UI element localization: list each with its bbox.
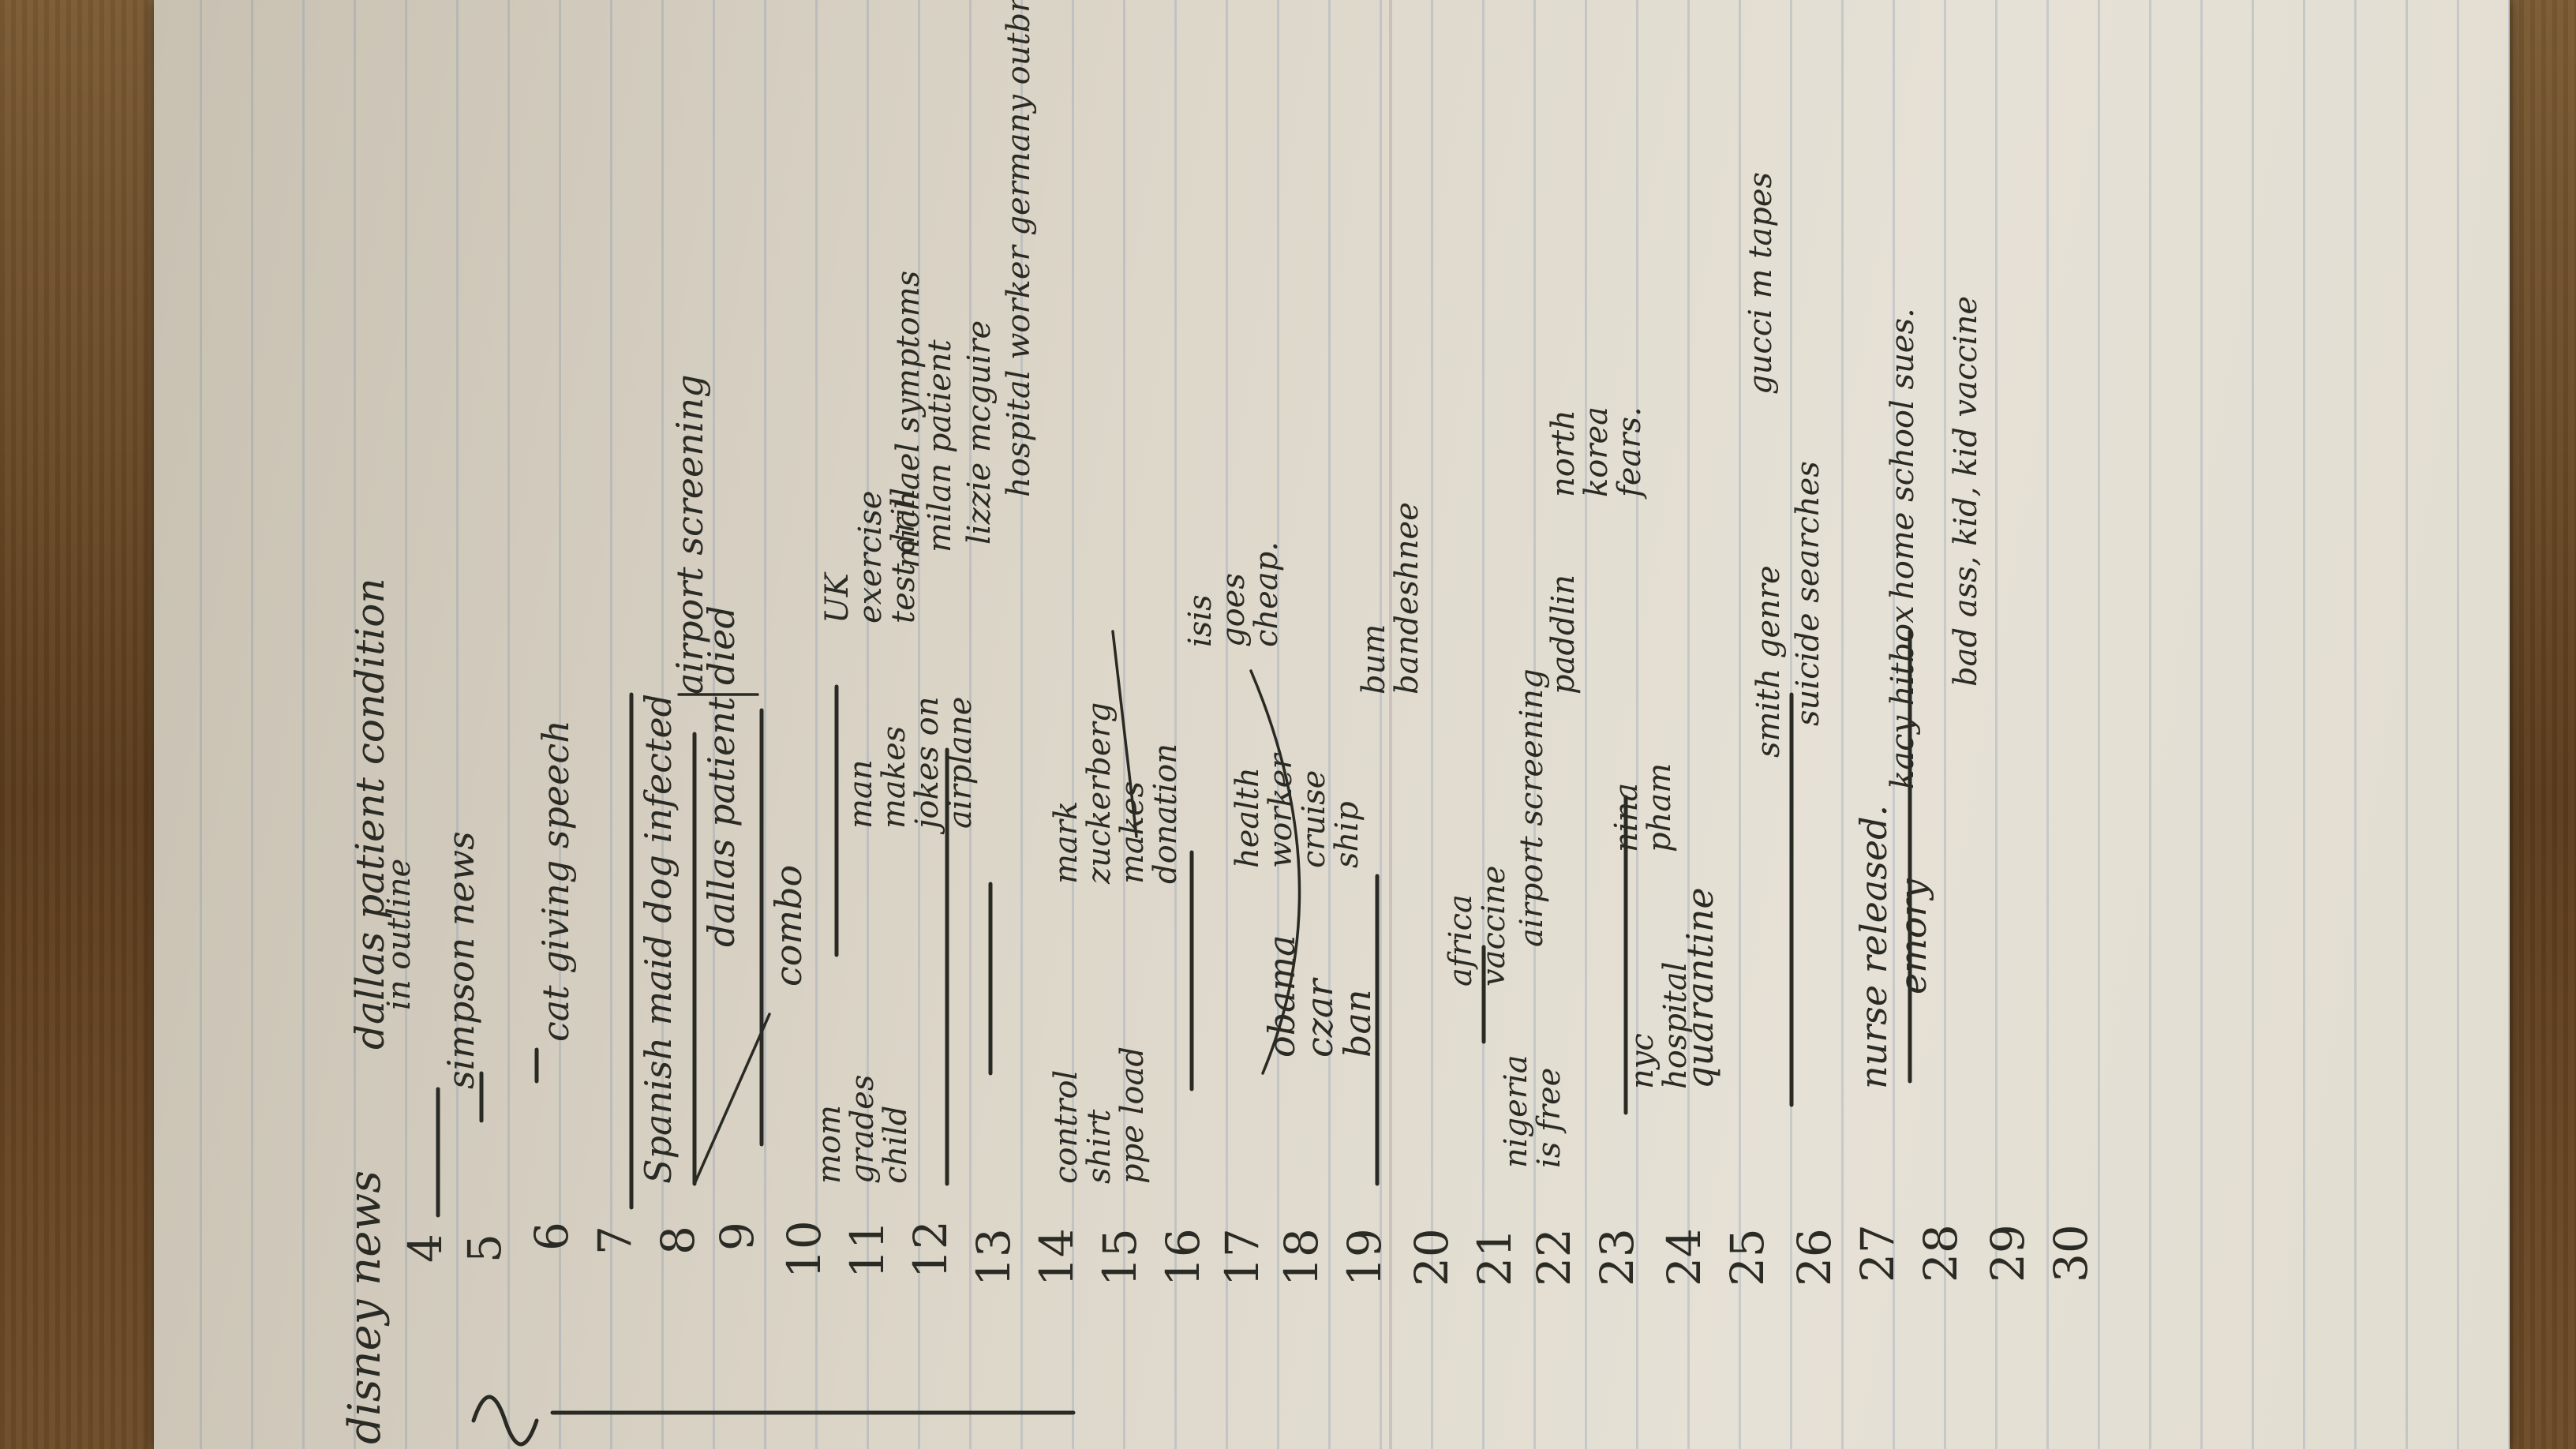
day-number: 9 — [710, 1222, 764, 1251]
note-bum-bandeshnee: bum bandeshnee — [1356, 502, 1425, 695]
note-suicide-searches: suicide searches — [1790, 461, 1826, 726]
note-nina-pham: nina pham — [1608, 762, 1678, 852]
note-man-makes-jokes: man makes jokes on airplane — [843, 696, 979, 829]
note-mom-grades-child: mom grades child — [811, 1074, 914, 1184]
day-number: 14 — [1030, 1228, 1084, 1286]
margin-line — [1389, 0, 1392, 1449]
day-number: 5 — [458, 1234, 511, 1263]
note-africa-vaccine: africa vaccine — [1443, 865, 1512, 987]
day-number: 16 — [1156, 1228, 1210, 1286]
day-number: 10 — [777, 1220, 831, 1279]
note-emory: emory — [1892, 878, 1934, 994]
note-mark-zuckerberg: mark zuckerberg makes donation — [1048, 702, 1184, 884]
note-health-worker-cruise-ship: health worker cruise ship — [1230, 754, 1365, 868]
day-number: 17 — [1215, 1228, 1269, 1286]
note-simpson-news: simpson news — [440, 831, 482, 1089]
page-subtitle-2: in outline — [381, 858, 417, 1010]
day-number: 8 — [651, 1226, 705, 1255]
day-number: 19 — [1338, 1228, 1391, 1286]
note-paddlin: paddlin — [1545, 574, 1582, 695]
note-control-shirt-ppe: control shirt ppe load — [1048, 1046, 1151, 1184]
note-smith-genre: smith genre — [1750, 565, 1787, 758]
day-number: 27 — [1851, 1224, 1904, 1282]
day-number: 20 — [1405, 1228, 1458, 1286]
day-number: 15 — [1093, 1228, 1147, 1286]
note-airport-screening: airport screening — [668, 374, 711, 695]
note-combo: combo — [767, 864, 810, 987]
day-number: 28 — [1914, 1224, 1968, 1282]
note-obama-czar-ban: obama czar ban — [1260, 934, 1379, 1058]
note-north-korea-fears: north korea fears. — [1545, 406, 1648, 497]
note-lizzie-mcguire: lizzie mcguire — [961, 320, 998, 545]
day-number: 23 — [1590, 1228, 1644, 1286]
page-title: disney news — [339, 1170, 391, 1444]
day-number: 24 — [1657, 1228, 1711, 1286]
day-number: 26 — [1788, 1228, 1841, 1286]
day-number: 30 — [2044, 1224, 2098, 1282]
note-michael-symptoms: michael symptoms — [890, 270, 927, 568]
note-airport-screening-2: airport screening — [1514, 668, 1550, 947]
note-kacy-hitbox: kacy hitbox — [1885, 605, 1921, 789]
note-milan-patient: milan patient — [922, 339, 958, 552]
day-number: 25 — [1720, 1228, 1774, 1286]
notebook-page — [154, 0, 2510, 1449]
day-number: 12 — [904, 1220, 957, 1279]
day-number: 21 — [1468, 1228, 1522, 1286]
day-number: 7 — [588, 1226, 642, 1255]
day-number: 29 — [1981, 1224, 2035, 1282]
day-number: 11 — [841, 1220, 894, 1279]
note-spanish-maid-dog-infected: Spanish maid dog infected — [637, 693, 680, 1184]
branch-combo — [693, 1013, 771, 1185]
spiral-doodle — [471, 1395, 539, 1447]
branch-isis — [1249, 669, 1301, 1075]
note-isis-goes-cheap: isis goes cheap. — [1182, 541, 1285, 647]
note-cat-giving-speech: cat giving speech — [534, 720, 577, 1042]
note-hospital-worker-germany: hospital worker germany outbreak. — [1001, 0, 1037, 497]
note-bad-ass-kid-vaccine: bad ass, kid, kid vaccine — [1948, 296, 1984, 687]
day-number: 18 — [1275, 1228, 1328, 1286]
day-number: 4 — [399, 1234, 452, 1263]
branch-isis-cap — [1111, 630, 1138, 838]
note-nigeria-is-free: nigeria is free — [1498, 1054, 1567, 1168]
day-number: 13 — [967, 1228, 1020, 1286]
day-number: 22 — [1527, 1228, 1581, 1286]
day-number: 6 — [525, 1222, 578, 1251]
note-nurse-released: nurse released. — [1852, 804, 1895, 1089]
note-gucci-m-tapes: gucci m tapes — [1743, 171, 1779, 395]
note-quarantine: quarantine — [1679, 887, 1721, 1089]
note-home-school-sues: home school sues. — [1885, 308, 1921, 600]
